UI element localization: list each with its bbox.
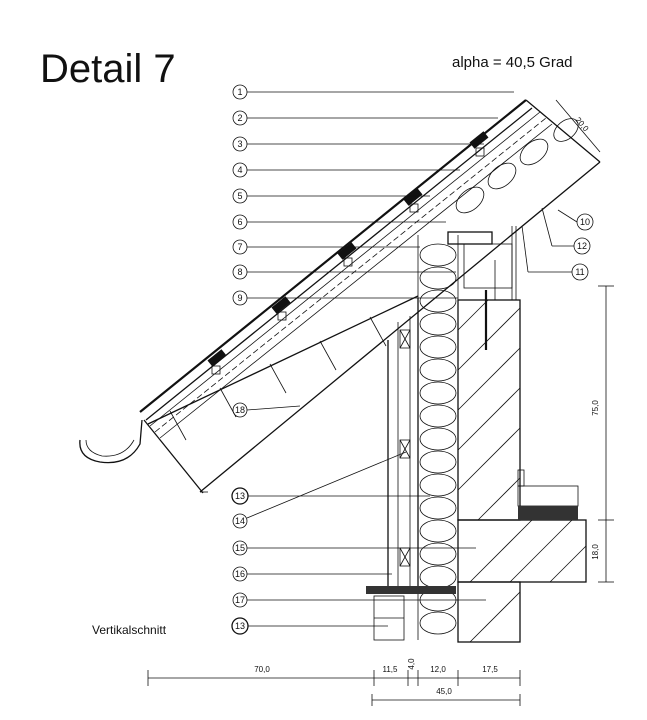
callout-3: 3 (232, 136, 484, 152)
callout-8: 8 (232, 264, 456, 280)
callout-7: 7 (232, 239, 420, 255)
svg-text:9: 9 (237, 293, 242, 303)
callout-10: 10 (557, 209, 594, 231)
svg-text:6: 6 (237, 217, 242, 227)
svg-text:4: 4 (237, 165, 242, 175)
page-title: Detail 7 (40, 47, 176, 91)
svg-text:2: 2 (237, 113, 242, 123)
svg-text:17: 17 (235, 595, 245, 605)
dim-17-5: 17,5 (482, 665, 498, 674)
angle-label: alpha = 40,5 Grad (452, 54, 573, 71)
callout-5: 5 (232, 188, 430, 204)
callout-16: 16 (232, 566, 392, 582)
svg-text:14: 14 (235, 516, 245, 526)
dim-18: 18,0 (591, 544, 600, 560)
dim-75: 75,0 (591, 400, 600, 416)
dimension-lines: 70,0 11,5 4,0 12,0 17,5 45,0 75,0 18,0 2… (147, 99, 614, 706)
svg-text:15: 15 (235, 543, 245, 553)
svg-text:10: 10 (580, 217, 590, 227)
svg-text:1: 1 (237, 87, 242, 97)
dim-12: 12,0 (430, 665, 446, 674)
svg-text:13: 13 (235, 621, 245, 631)
callout-13-wall: 13 (231, 487, 430, 505)
callout-6: 6 (232, 214, 446, 230)
callout-9: 9 (232, 290, 458, 306)
svg-text:7: 7 (237, 242, 242, 252)
callout-2: 2 (232, 110, 498, 126)
wall-assembly (366, 226, 587, 643)
callout-17: 17 (232, 592, 486, 608)
callout-18: 18 (232, 402, 301, 418)
callout-14: 14 (232, 451, 407, 529)
dim-45: 45,0 (436, 687, 452, 696)
svg-text:5: 5 (237, 191, 242, 201)
caption-label: Vertikalschnitt (92, 623, 167, 637)
dim-20: 20,0 (573, 116, 590, 134)
svg-text:18: 18 (235, 405, 245, 415)
dim-11-5: 11,5 (383, 665, 399, 674)
svg-text:3: 3 (237, 139, 242, 149)
callouts: 1 2 3 4 5 6 7 8 9 10 11 12 18 13 14 15 1… (231, 84, 594, 635)
callout-11: 11 (521, 225, 589, 281)
roof-assembly (79, 99, 601, 494)
callout-15: 15 (232, 540, 476, 556)
svg-text:16: 16 (235, 569, 245, 579)
dim-4: 4,0 (407, 658, 416, 670)
callout-13-caption: 13 (231, 617, 388, 635)
svg-text:8: 8 (237, 267, 242, 277)
callout-1: 1 (232, 84, 514, 100)
svg-text:12: 12 (577, 241, 587, 251)
svg-text:13: 13 (235, 491, 245, 501)
svg-text:11: 11 (575, 267, 584, 277)
dim-70: 70,0 (254, 665, 270, 674)
callout-4: 4 (232, 162, 460, 178)
callout-12: 12 (541, 207, 591, 255)
